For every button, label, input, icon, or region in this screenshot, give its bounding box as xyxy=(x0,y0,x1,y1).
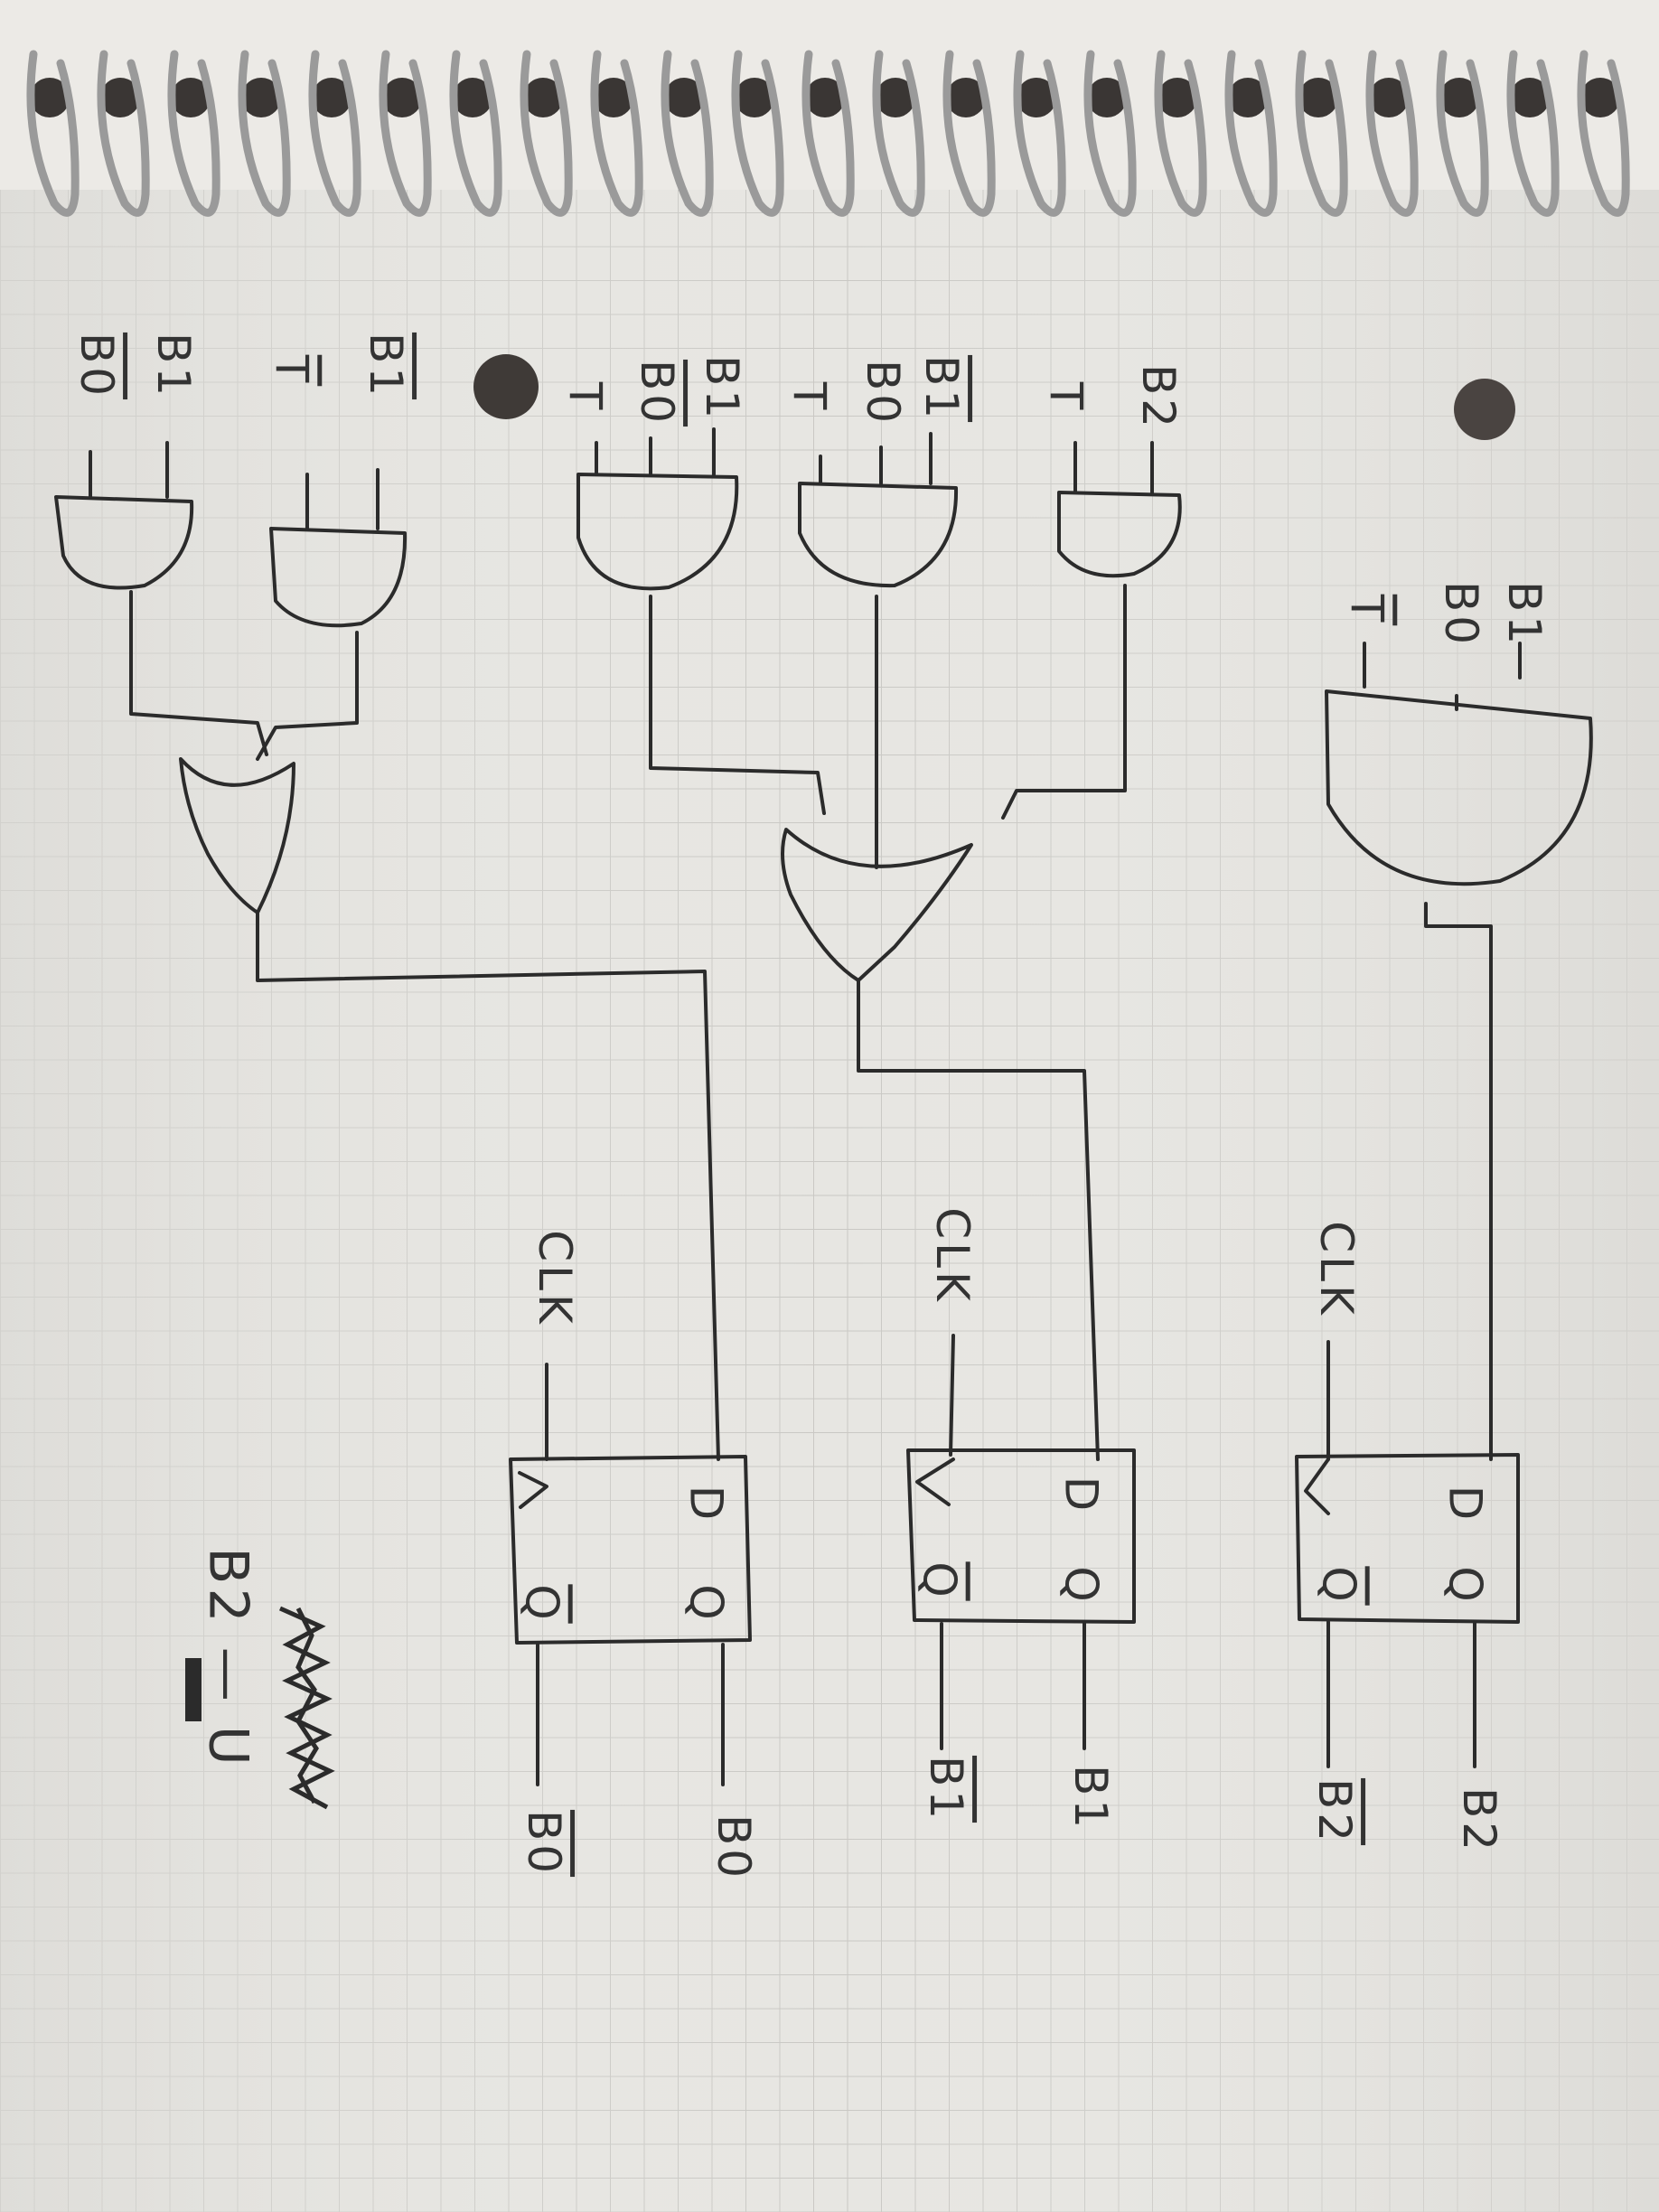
punch-hole xyxy=(1454,379,1515,440)
scribbled-out-text xyxy=(278,1606,335,1810)
ff-b2-output-qbar: B2 xyxy=(1308,1777,1362,1846)
ff-b1-gate2-input-1: B0 xyxy=(857,359,910,427)
binding-ring xyxy=(26,50,80,217)
binding-hole xyxy=(1298,78,1338,117)
binding-hole xyxy=(1087,78,1127,117)
binding-ring xyxy=(590,50,643,217)
ff-b1-output-q: B1 xyxy=(1064,1764,1118,1832)
ff-b0-gate1-input-1: T xyxy=(265,354,318,387)
ff-b1-gate2-input-0: B1 xyxy=(915,354,969,423)
ff-b0-clock-label: CLK xyxy=(528,1230,581,1327)
circuit-drawing xyxy=(54,427,1593,1786)
and-gate-b2 xyxy=(1325,689,1593,886)
ff-b1-gate1-input-0: B2 xyxy=(1132,363,1186,432)
or-gate-b0 xyxy=(179,757,295,914)
binding-hole xyxy=(805,78,845,117)
ff-b1-gate3-input-2: T xyxy=(558,381,612,414)
binding-hole xyxy=(312,78,351,117)
binding-hole xyxy=(453,78,492,117)
ff-b2-pin-qbar: Q xyxy=(1312,1566,1365,1606)
binding-hole xyxy=(876,78,915,117)
ff-b2-clock-label: CLK xyxy=(1309,1221,1363,1318)
ff-b1-clock-label: CLK xyxy=(925,1207,979,1305)
binding-ring xyxy=(1436,50,1489,217)
binding-hole xyxy=(1580,78,1620,117)
ff-b0-pin-q: Q xyxy=(680,1584,733,1624)
binding-ring xyxy=(1224,50,1278,217)
binding-ring xyxy=(1295,50,1348,217)
and-gate-b1-3 xyxy=(576,473,739,591)
ff-b0-pin-d: D xyxy=(680,1485,733,1524)
binding-hole xyxy=(735,78,774,117)
binding-hole xyxy=(382,78,422,117)
binding-hole xyxy=(241,78,281,117)
binding-ring xyxy=(942,50,996,217)
ff-b1-pin-q: Q xyxy=(1054,1566,1108,1606)
binding-hole xyxy=(1228,78,1268,117)
ff-b1-gate3-input-0: B1 xyxy=(696,354,749,423)
ff-b0-pin-qbar: Q xyxy=(515,1584,568,1624)
ff-b2-pin-q: Q xyxy=(1439,1566,1492,1606)
binding-ring xyxy=(731,50,784,217)
ff-b0-gate2-input-0: B1 xyxy=(147,332,201,400)
ff-b1-pin-qbar: Q xyxy=(913,1561,966,1601)
binding-ring xyxy=(1154,50,1207,217)
note-dash xyxy=(185,1658,202,1721)
ff-b0-gate1-input-0: B1 xyxy=(360,332,413,400)
binding-hole xyxy=(1439,78,1479,117)
ff-b2-input-label-0: B1 xyxy=(1498,580,1551,649)
and-gate-b1-2 xyxy=(798,482,959,588)
and-gate-b1-1 xyxy=(1057,491,1182,578)
binding-ring xyxy=(308,50,361,217)
and-gate-b0-1 xyxy=(269,527,408,628)
binding-hole xyxy=(523,78,563,117)
ff-b2-pin-d: D xyxy=(1439,1485,1492,1524)
binding-hole xyxy=(30,78,70,117)
ff-b2-input-label-2: T xyxy=(1340,594,1393,626)
note-text: B2 — U xyxy=(196,1547,260,1769)
ff-b0-gate2-input-1: B0 xyxy=(70,332,124,400)
ff-b1-gate1-input-1: T xyxy=(1039,381,1092,414)
binding-hole xyxy=(1369,78,1409,117)
binding-ring xyxy=(872,50,925,217)
binding-ring xyxy=(661,50,714,217)
binding-hole xyxy=(171,78,211,117)
ff-b2-input-label-1: B0 xyxy=(1435,580,1488,649)
binding-ring xyxy=(167,50,220,217)
binding-hole xyxy=(1158,78,1197,117)
ff-b1-gate3-input-1: B0 xyxy=(631,359,684,427)
flipflop-b2 xyxy=(1295,1453,1520,1624)
flipflop-b0 xyxy=(509,1455,752,1645)
ff-b0-output-qbar: B0 xyxy=(518,1809,571,1878)
binding-ring xyxy=(1506,50,1560,217)
binding-ring xyxy=(1013,50,1066,217)
binding-ring xyxy=(1365,50,1419,217)
binding-hole xyxy=(1510,78,1550,117)
punch-hole xyxy=(473,354,539,419)
binding-ring xyxy=(379,50,432,217)
ff-b1-output-qbar: B1 xyxy=(920,1755,973,1823)
flipflop-b1 xyxy=(906,1448,1136,1624)
binding-ring xyxy=(97,50,150,217)
and-gate-b0-2 xyxy=(54,495,194,590)
binding-hole xyxy=(100,78,140,117)
spiral-binding xyxy=(26,50,1630,217)
ff-b1-pin-d: D xyxy=(1054,1476,1108,1515)
binding-ring xyxy=(238,50,291,217)
ff-b1-gate2-input-2: T xyxy=(783,381,836,414)
ff-b0-output-q: B0 xyxy=(708,1814,761,1882)
binding-ring xyxy=(449,50,502,217)
binding-hole xyxy=(1017,78,1056,117)
binding-ring xyxy=(520,50,573,217)
ff-b2-output-q: B2 xyxy=(1453,1786,1506,1855)
binding-hole xyxy=(946,78,986,117)
binding-ring xyxy=(1083,50,1137,217)
binding-hole xyxy=(594,78,633,117)
or-gate-b1 xyxy=(781,828,973,982)
binding-hole xyxy=(664,78,704,117)
binding-ring xyxy=(1577,50,1630,217)
binding-ring xyxy=(801,50,855,217)
